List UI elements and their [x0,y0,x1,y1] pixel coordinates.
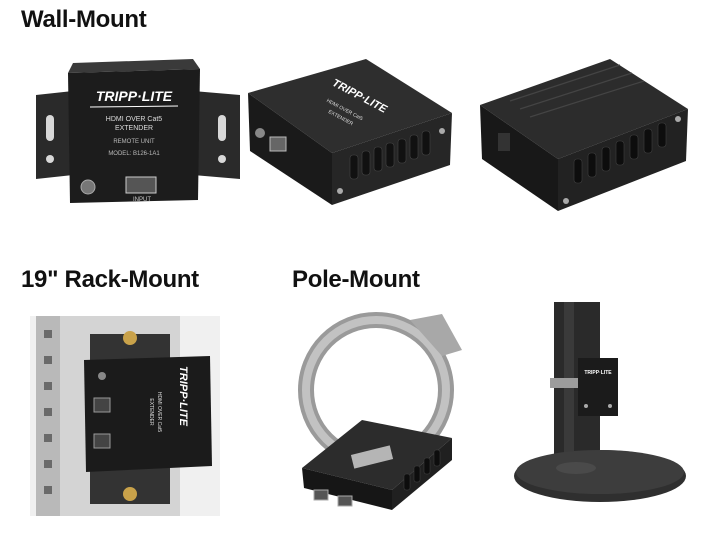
heading-wall-mount: Wall-Mount [21,6,147,33]
wall-front-brand: TRIPP·LITE [96,88,173,104]
wall-front-port: INPUT [133,197,151,203]
wall-front-line2: EXTENDER [115,125,153,132]
wall-mount-rear-photo [480,59,688,211]
wall-front-line1: HDMI OVER Cat5 [106,116,163,123]
wall-front-unit: REMOTE UNIT [113,139,155,145]
stand-brand: TRIPP·LITE [584,370,612,376]
rack-mount-photo: TRIPP·LITE HDMI OVER Cat5 EXTENDER [30,316,220,516]
rack-brand: TRIPP·LITE [177,366,189,427]
rack-line1: HDMI OVER Cat5 [156,392,162,433]
wall-mount-angled-photo: TRIPP·LITE HDMI OVER Cat5 EXTENDER [248,59,452,205]
heading-rack-mount: 19" Rack-Mount [21,266,199,293]
wall-front-model: MODEL: B126-1A1 [108,151,160,157]
pole-mount-stand-photo: TRIPP·LITE [514,302,686,502]
rack-line2: EXTENDER [148,398,154,426]
wall-mount-front-photo: TRIPP·LITE HDMI OVER Cat5 EXTENDER REMOT… [36,59,240,203]
heading-pole-mount: Pole-Mount [292,266,420,293]
pole-mount-strap-photo [298,312,462,510]
